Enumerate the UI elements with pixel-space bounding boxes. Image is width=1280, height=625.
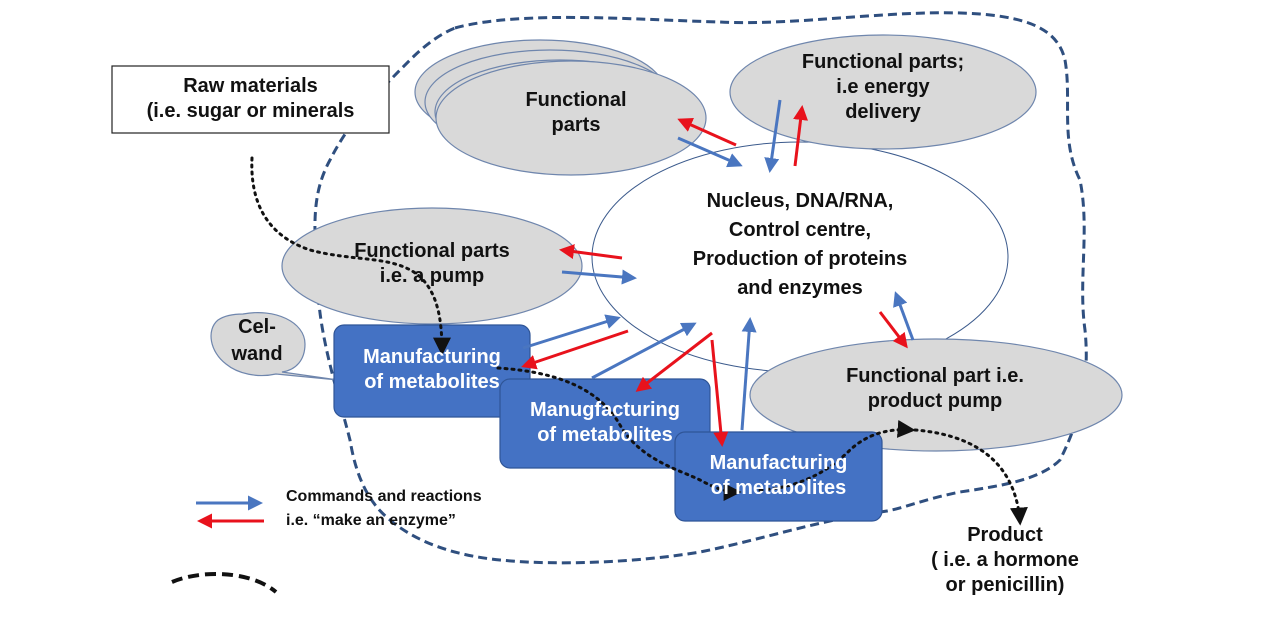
nucleus-line4: and enzymes [737, 277, 863, 299]
arrow-red-nucleus-to-functional [677, 118, 737, 147]
product-line3: or penicillin) [945, 574, 1065, 596]
product-label: Product ( i.e. a hormone or penicillin) [905, 523, 1105, 598]
pump-ellipse [281, 207, 583, 325]
nucleus-line2: Control centre, [728, 219, 872, 241]
nucleus-line3: Production of proteins [692, 248, 908, 270]
product-pump-ellipse [749, 338, 1123, 452]
product-line2: ( i.e. a hormone [931, 549, 1079, 571]
manufacturing-2-line2: of metabolites [537, 424, 673, 446]
functional-parts-ellipse [435, 60, 707, 176]
arrow-blue-productpump-to-nucleus [893, 291, 915, 341]
energy-delivery-line1: Functional parts; [801, 51, 965, 73]
raw-materials-box [111, 65, 390, 134]
arrow-blue-manuf1-to-nucleus-a [522, 314, 621, 350]
arrow-red-nucleus-to-energy [793, 105, 809, 167]
arrow-blue-pump-to-nucleus [561, 269, 637, 285]
manufacturing-1-line2: of metabolites [364, 371, 500, 393]
arrow-blue-energy-to-nucleus [764, 99, 782, 173]
arrow-red-nucleus-to-productpump [878, 311, 908, 349]
metabolic-path-dotted-4 [913, 428, 1028, 526]
product-pump-line1: Functional part i.e. [846, 365, 1024, 387]
legend-commands-line1: Commands and reactions [286, 488, 482, 505]
nucleus-label: Nucleus, DNA/RNA, Control centre, Produc… [640, 187, 960, 303]
arrow-red-nucleus-to-manuf2 [635, 331, 713, 392]
manufacturing-2-label: Manugfacturing of metabolites [500, 398, 710, 448]
manufacturing-2-line1: Manugfacturing [530, 399, 680, 421]
manufacturing-3-line1: Manufacturing [709, 452, 848, 474]
manufacturing-3-line2: of metabolites [710, 477, 847, 499]
arrow-red-nucleus-to-manuf1 [521, 329, 629, 370]
cell-wall-line1: Cel- [238, 316, 276, 338]
energy-delivery-label: Functional parts; i.e energy delivery [753, 50, 1013, 125]
manufacturing-1-line1: Manufacturing [363, 346, 501, 368]
manufacturing-box-2 [499, 378, 711, 469]
product-pump-label: Functional part i.e. product pump [800, 364, 1070, 414]
pump-line1: Functional parts [354, 240, 510, 262]
cell-wall-callout-label: Cel- wand [214, 314, 300, 368]
arrow-blue-manuf2-to-nucleus [591, 322, 697, 380]
arrow-blue-manuf3-to-nucleus [740, 317, 757, 431]
raw-materials-label: Raw materials (i.e. sugar or minerals [112, 74, 389, 124]
nucleus-line1: Nucleus, DNA/RNA, [706, 190, 894, 212]
metabolic-path-dotted [250, 156, 451, 356]
energy-delivery-line3: delivery [845, 101, 921, 123]
metabolic-path-dotted-2 [496, 366, 742, 501]
pump-label: Functional parts i.e. a pump [322, 239, 542, 289]
product-pump-line2: product pump [867, 390, 1003, 412]
manufacturing-1-label: Manufacturing of metabolites [334, 345, 530, 395]
reaction-arrows [197, 105, 908, 529]
arrow-red-nucleus-to-manuf3 [710, 339, 729, 447]
cell-wall-line2: wand [231, 343, 283, 365]
arrow-red-nucleus-to-pump [559, 244, 623, 260]
raw-materials-line2: (i.e. sugar or minerals [146, 100, 355, 122]
energy-delivery-line2: i.e energy [836, 76, 930, 98]
legend-commands-line2: i.e. “make an enzyme” [286, 512, 456, 529]
functional-parts-line1: Functional [525, 89, 627, 111]
pump-line2: i.e. a pump [379, 265, 485, 287]
functional-parts-label: Functional parts [476, 88, 676, 138]
legend-dashed-arc [171, 572, 278, 594]
command-arrows [196, 99, 915, 511]
arrow-blue-functional-to-nucleus [677, 136, 743, 168]
functional-parts-line2: parts [551, 114, 601, 136]
manufacturing-3-label: Manufacturing of metabolites [675, 451, 882, 501]
manufacturing-box-1 [333, 324, 531, 418]
metabolic-path-dotted-3 [758, 419, 916, 492]
product-line1: Product [967, 524, 1043, 546]
cell-wall-callout-bubble [210, 312, 339, 381]
raw-materials-line1: Raw materials [183, 75, 318, 97]
